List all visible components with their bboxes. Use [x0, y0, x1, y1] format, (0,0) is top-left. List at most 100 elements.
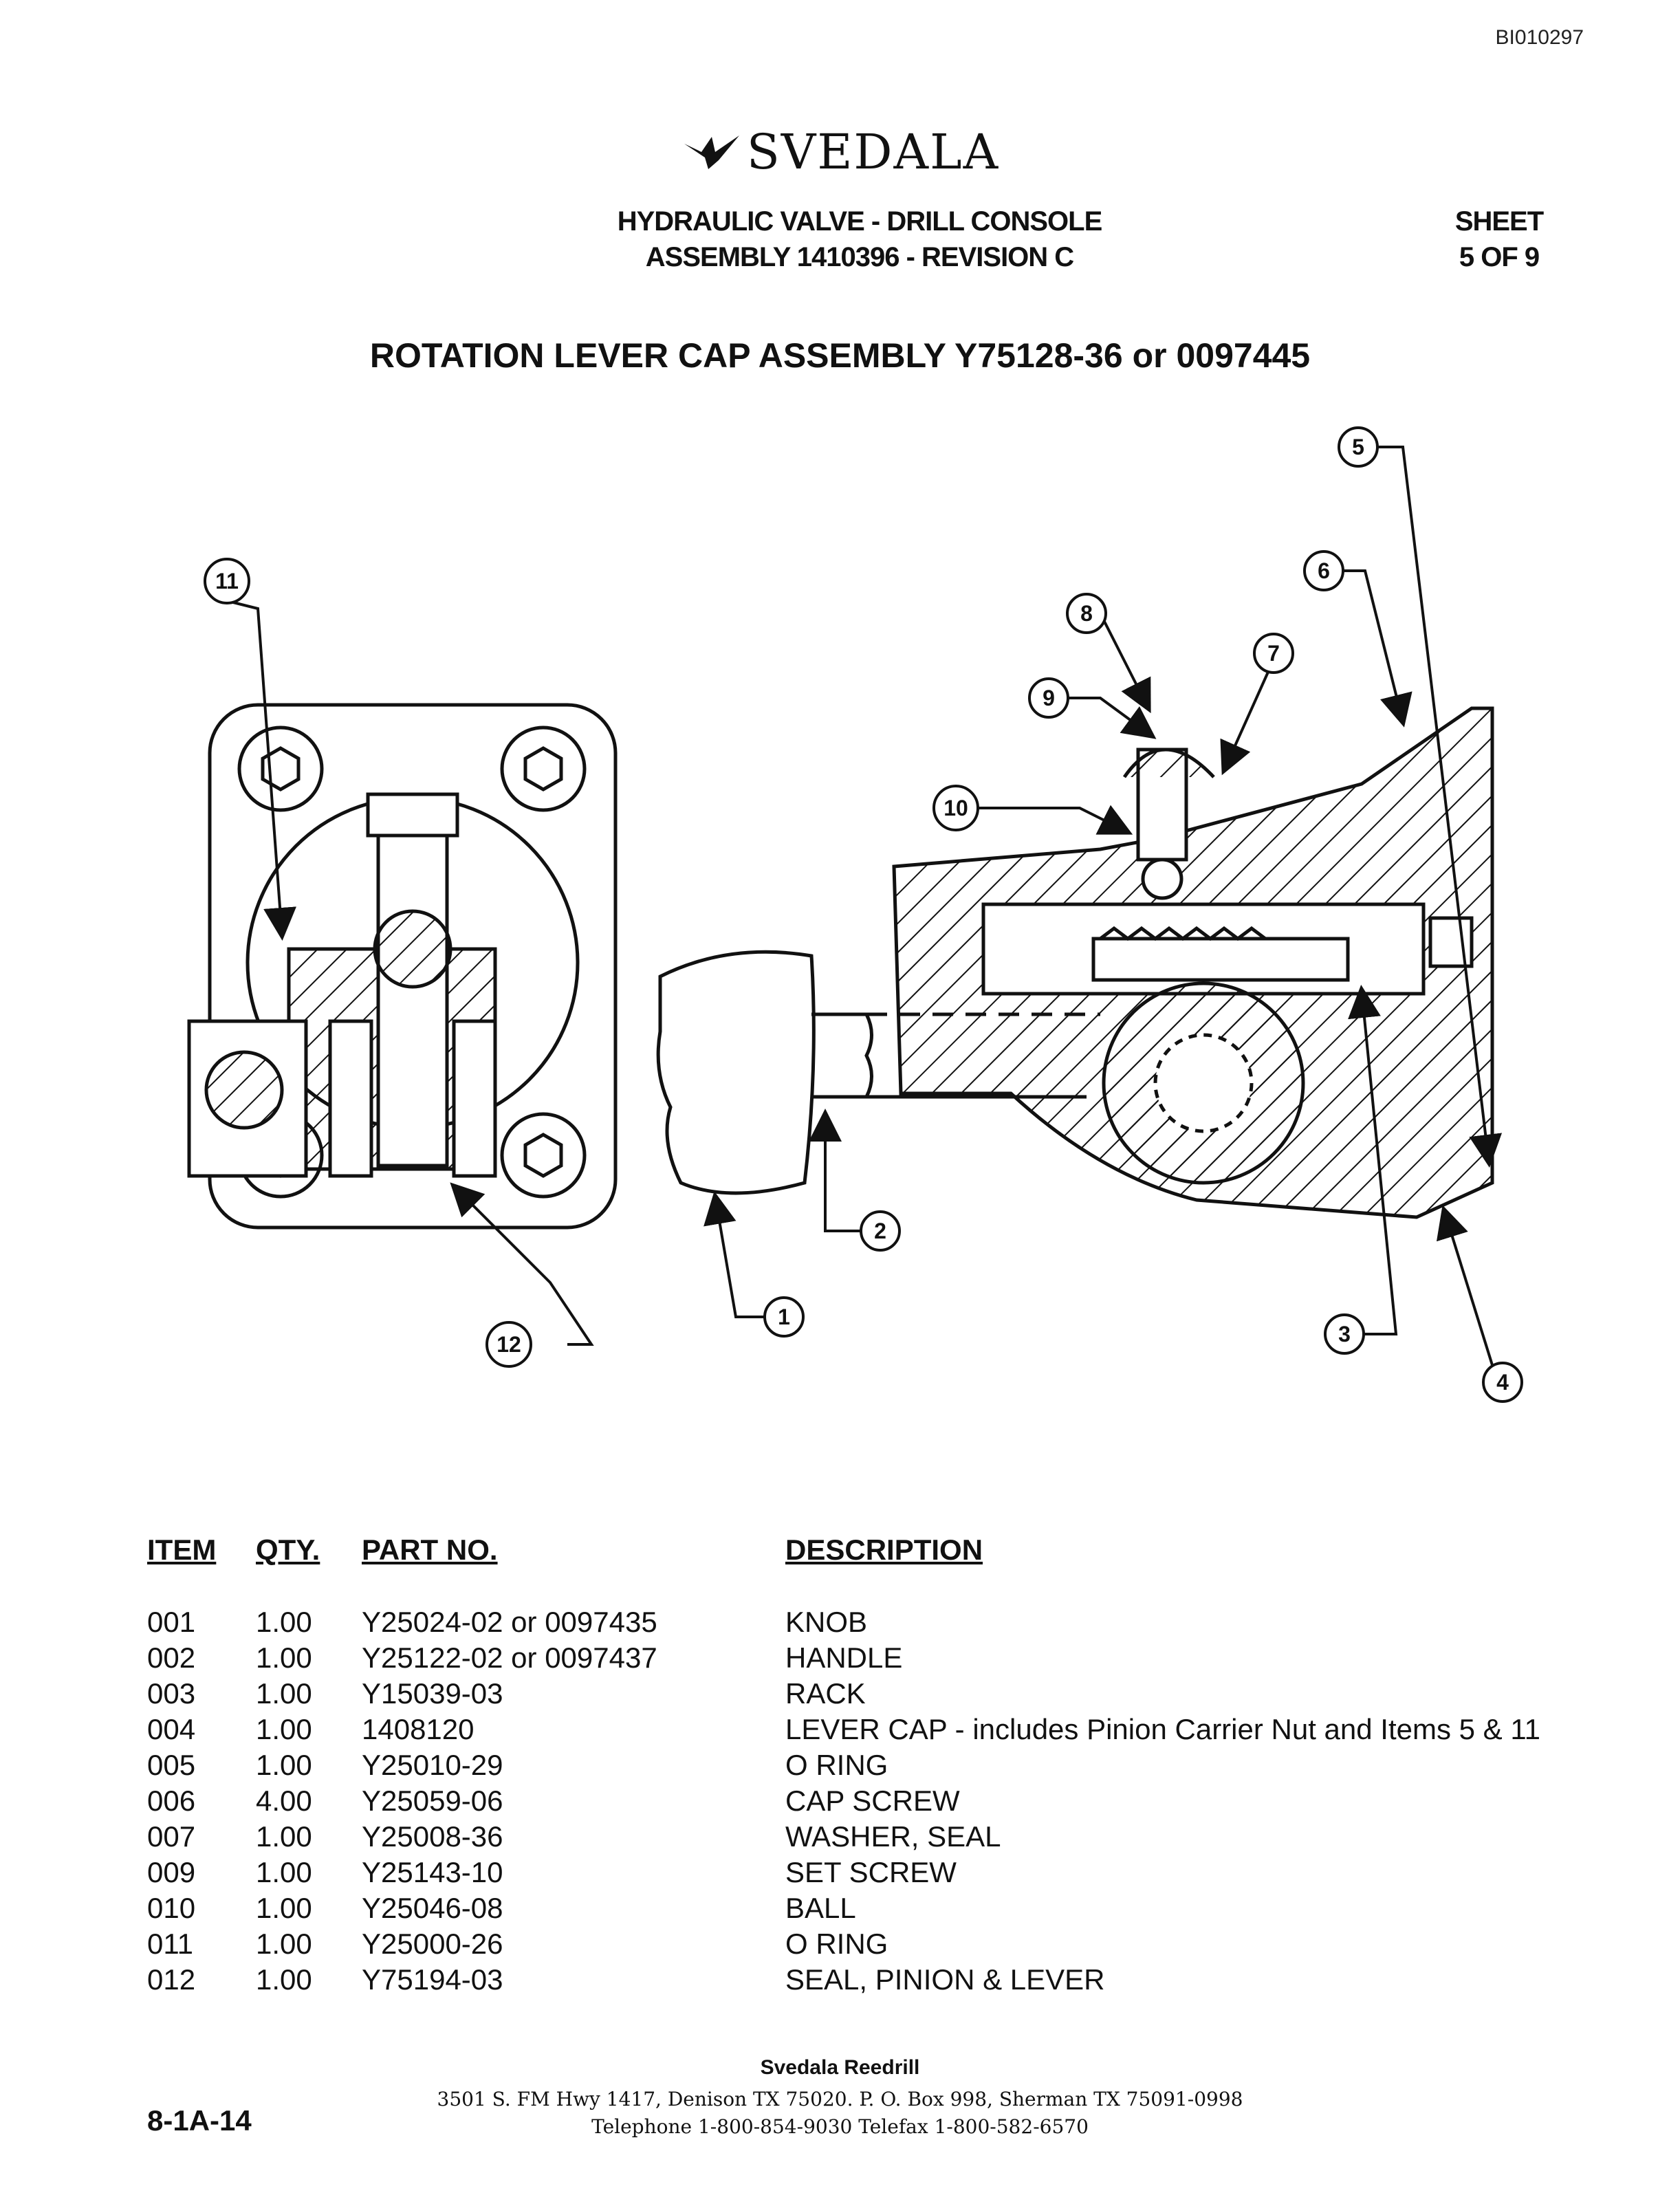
- page-number: 8-1A-14: [147, 2104, 252, 2137]
- description: SEAL, PINION & LEVER: [785, 1963, 1105, 1996]
- item-number: 002: [147, 1641, 196, 1674]
- item-number: 003: [147, 1677, 196, 1710]
- item-number: 006: [147, 1785, 196, 1817]
- col-header-description: DESCRIPTION: [785, 1534, 983, 1566]
- svg-text:1: 1: [778, 1305, 790, 1329]
- callout-11: 11: [204, 558, 250, 604]
- item-number: 012: [147, 1963, 196, 1996]
- svedala-bird-logo-icon: [684, 135, 739, 169]
- svg-text:10: 10: [943, 796, 968, 820]
- item-number: 005: [147, 1749, 196, 1781]
- callout-1: 1: [763, 1296, 805, 1338]
- description: BALL: [785, 1892, 856, 1924]
- page-title: ROTATION LEVER CAP ASSEMBLY Y75128-36 or…: [369, 336, 1311, 375]
- table-row: 004 1.00 1408120 LEVER CAP - includes Pinio…: [0, 1713, 1680, 1749]
- callout-9: 9: [1028, 677, 1069, 719]
- callout-3: 3: [1324, 1313, 1365, 1355]
- item-number: 009: [147, 1856, 196, 1888]
- table-row: 003 1.00 Y15039-03 RACK: [0, 1677, 1680, 1713]
- footer-phone: Telephone 1-800-854-9030 Telefax 1-800-5…: [591, 2115, 1089, 2138]
- part-number: Y25000-26: [362, 1928, 503, 1960]
- item-number: 001: [147, 1606, 196, 1638]
- table-row: 001 1.00 Y25024-02 or 0097435 KNOB: [0, 1606, 1680, 1641]
- svg-text:7: 7: [1267, 641, 1280, 666]
- svg-text:5: 5: [1352, 435, 1364, 459]
- callout-10: 10: [932, 785, 979, 831]
- svg-text:2: 2: [874, 1219, 886, 1243]
- header-title-line2: ASSEMBLY 1410396 - REVISION C: [645, 242, 1074, 272]
- svg-text:3: 3: [1338, 1322, 1351, 1346]
- footer-company: Svedala Reedrill: [760, 2056, 920, 2079]
- quantity: 1.00: [256, 1820, 312, 1853]
- part-number: Y25024-02 or 0097435: [362, 1606, 657, 1638]
- col-header-item: ITEM: [147, 1534, 217, 1566]
- part-number: Y25046-08: [362, 1892, 503, 1924]
- description: O RING: [785, 1749, 888, 1781]
- svg-text:12: 12: [497, 1332, 521, 1357]
- lever-cap-front-view: [187, 703, 618, 1230]
- document-id: BI010297: [1495, 26, 1584, 49]
- knob-and-handle: [656, 950, 873, 1195]
- description: HANDLE: [785, 1641, 903, 1674]
- svg-text:4: 4: [1496, 1370, 1509, 1395]
- quantity: 1.00: [256, 1963, 312, 1996]
- item-number: 007: [147, 1820, 196, 1853]
- part-number: Y25122-02 or 0097437: [362, 1641, 657, 1674]
- svg-text:6: 6: [1318, 558, 1330, 583]
- col-header-qty: QTY.: [256, 1534, 320, 1566]
- table-row: 007 1.00 Y25008-36 WASHER, SEAL: [0, 1820, 1680, 1856]
- part-number: Y15039-03: [362, 1677, 503, 1710]
- sheet-number: 5 OF 9: [1459, 242, 1540, 272]
- quantity: 1.00: [256, 1928, 312, 1960]
- svg-text:9: 9: [1043, 686, 1055, 710]
- quantity: 1.00: [256, 1892, 312, 1924]
- logo-text: SVEDALA: [746, 124, 1000, 180]
- callout-2: 2: [860, 1210, 901, 1252]
- table-row: 002 1.00 Y25122-02 or 0097437 HANDLE: [0, 1641, 1680, 1677]
- description: CAP SCREW: [785, 1785, 960, 1817]
- table-row: 011 1.00 Y25000-26 O RING: [0, 1928, 1680, 1963]
- item-number: 004: [147, 1713, 196, 1745]
- callout-5: 5: [1338, 426, 1379, 468]
- svg-text:8: 8: [1080, 601, 1093, 626]
- quantity: 1.00: [256, 1641, 312, 1674]
- company-logo: SVEDALA: [0, 124, 1680, 180]
- col-header-part-no: PART NO.: [362, 1534, 498, 1566]
- quantity: 1.00: [256, 1677, 312, 1710]
- description: SET SCREW: [785, 1856, 957, 1888]
- description: KNOB: [785, 1606, 868, 1638]
- lever-cap-section-view: [866, 706, 1494, 1219]
- quantity: 1.00: [256, 1749, 312, 1781]
- table-row: 009 1.00 Y25143-10 SET SCREW: [0, 1856, 1680, 1892]
- table-row: 005 1.00 Y25010-29 O RING: [0, 1749, 1680, 1785]
- description: WASHER, SEAL: [785, 1820, 1001, 1853]
- item-number: 011: [147, 1928, 193, 1960]
- footer-address: 3501 S. FM Hwy 1417, Denison TX 75020. P…: [437, 2088, 1243, 2110]
- quantity: 1.00: [256, 1856, 312, 1888]
- table-row: 010 1.00 Y25046-08 BALL: [0, 1892, 1680, 1928]
- description: RACK: [785, 1677, 866, 1710]
- item-number: 010: [147, 1892, 196, 1924]
- assembly-diagram: 1 2 3 4 5 6 7 8 9 10 11 12: [187, 426, 1523, 1403]
- callout-4: 4: [1482, 1362, 1523, 1403]
- description: O RING: [785, 1928, 888, 1960]
- part-number: Y25143-10: [362, 1856, 503, 1888]
- part-number: Y25008-36: [362, 1820, 503, 1853]
- part-number: 1408120: [362, 1713, 474, 1745]
- quantity: 1.00: [256, 1713, 312, 1745]
- part-number: Y25059-06: [362, 1785, 503, 1817]
- description: LEVER CAP - includes Pinion Carrier Nut …: [785, 1713, 1540, 1745]
- callout-leaders: [230, 446, 1503, 1366]
- part-number: Y25010-29: [362, 1749, 503, 1781]
- svg-text:11: 11: [215, 569, 239, 593]
- quantity: 4.00: [256, 1785, 312, 1817]
- quantity: 1.00: [256, 1606, 312, 1638]
- table-row: 012 1.00 Y75194-03 SEAL, PINION & LEVER: [0, 1963, 1680, 1999]
- part-number: Y75194-03: [362, 1963, 503, 1996]
- callout-6: 6: [1303, 550, 1344, 591]
- header-title-line1: HYDRAULIC VALVE - DRILL CONSOLE: [617, 206, 1103, 237]
- callout-8: 8: [1066, 593, 1107, 634]
- sheet-label: SHEET: [1454, 206, 1544, 237]
- callout-12: 12: [486, 1321, 532, 1368]
- table-row: 006 4.00 Y25059-06 CAP SCREW: [0, 1785, 1680, 1820]
